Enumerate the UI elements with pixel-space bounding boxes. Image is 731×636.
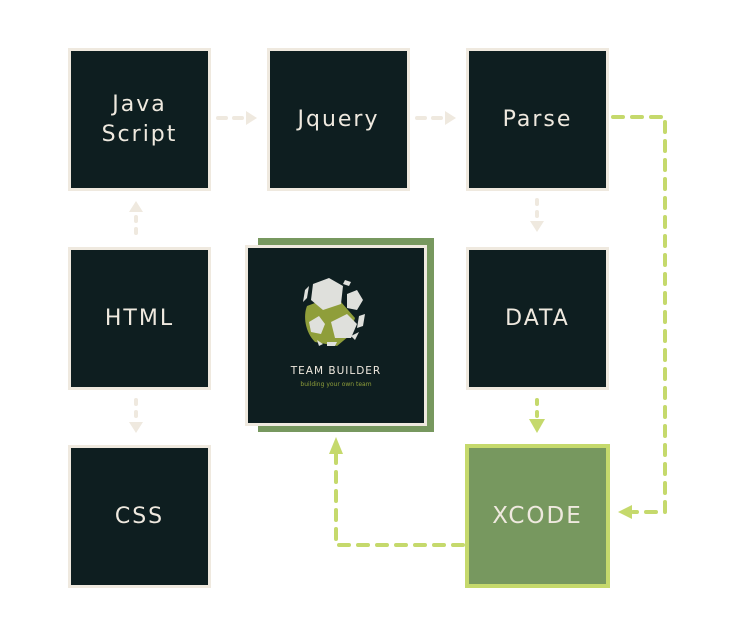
edge-html-css <box>129 398 143 433</box>
edge-xcode-teambuilder <box>329 437 465 547</box>
edge-parse-data <box>530 198 544 232</box>
arrow-left-icon <box>618 505 632 519</box>
arrow-up-icon <box>129 201 143 212</box>
node-label: HTML <box>104 305 175 331</box>
arrow-down-icon <box>529 419 545 433</box>
node-label: DATA <box>505 305 570 331</box>
arrow-right-icon <box>246 111 257 125</box>
edge-javascript-jquery <box>216 111 257 125</box>
arrow-right-icon <box>445 111 456 125</box>
node-label: Jquery <box>297 106 380 132</box>
arrow-down-icon <box>530 221 544 232</box>
node-data: DATA <box>466 247 609 390</box>
node-team-builder: TEAM BUILDER building your own team <box>245 245 427 426</box>
node-xcode: XCODE <box>465 444 610 588</box>
node-label: Java Script <box>101 91 178 147</box>
node-javascript: Java Script <box>68 48 211 191</box>
edge-jquery-parse <box>415 111 456 125</box>
team-builder-title: TEAM BUILDER <box>290 365 382 377</box>
node-label: XCODE <box>492 503 583 529</box>
node-jquery: Jquery <box>267 48 410 191</box>
edge-html-javascript <box>129 201 143 235</box>
team-builder-subtitle: building your own team <box>300 381 372 388</box>
node-html: HTML <box>68 247 211 390</box>
soccer-ball-icon <box>303 278 365 346</box>
node-label: CSS <box>114 503 165 529</box>
edge-parse-xcode <box>611 115 667 519</box>
node-label: Parse <box>502 106 573 132</box>
node-parse: Parse <box>466 48 609 191</box>
node-css: CSS <box>68 445 211 588</box>
arrow-down-icon <box>129 422 143 433</box>
edge-data-xcode <box>529 398 545 433</box>
arrow-up-icon <box>329 437 343 454</box>
